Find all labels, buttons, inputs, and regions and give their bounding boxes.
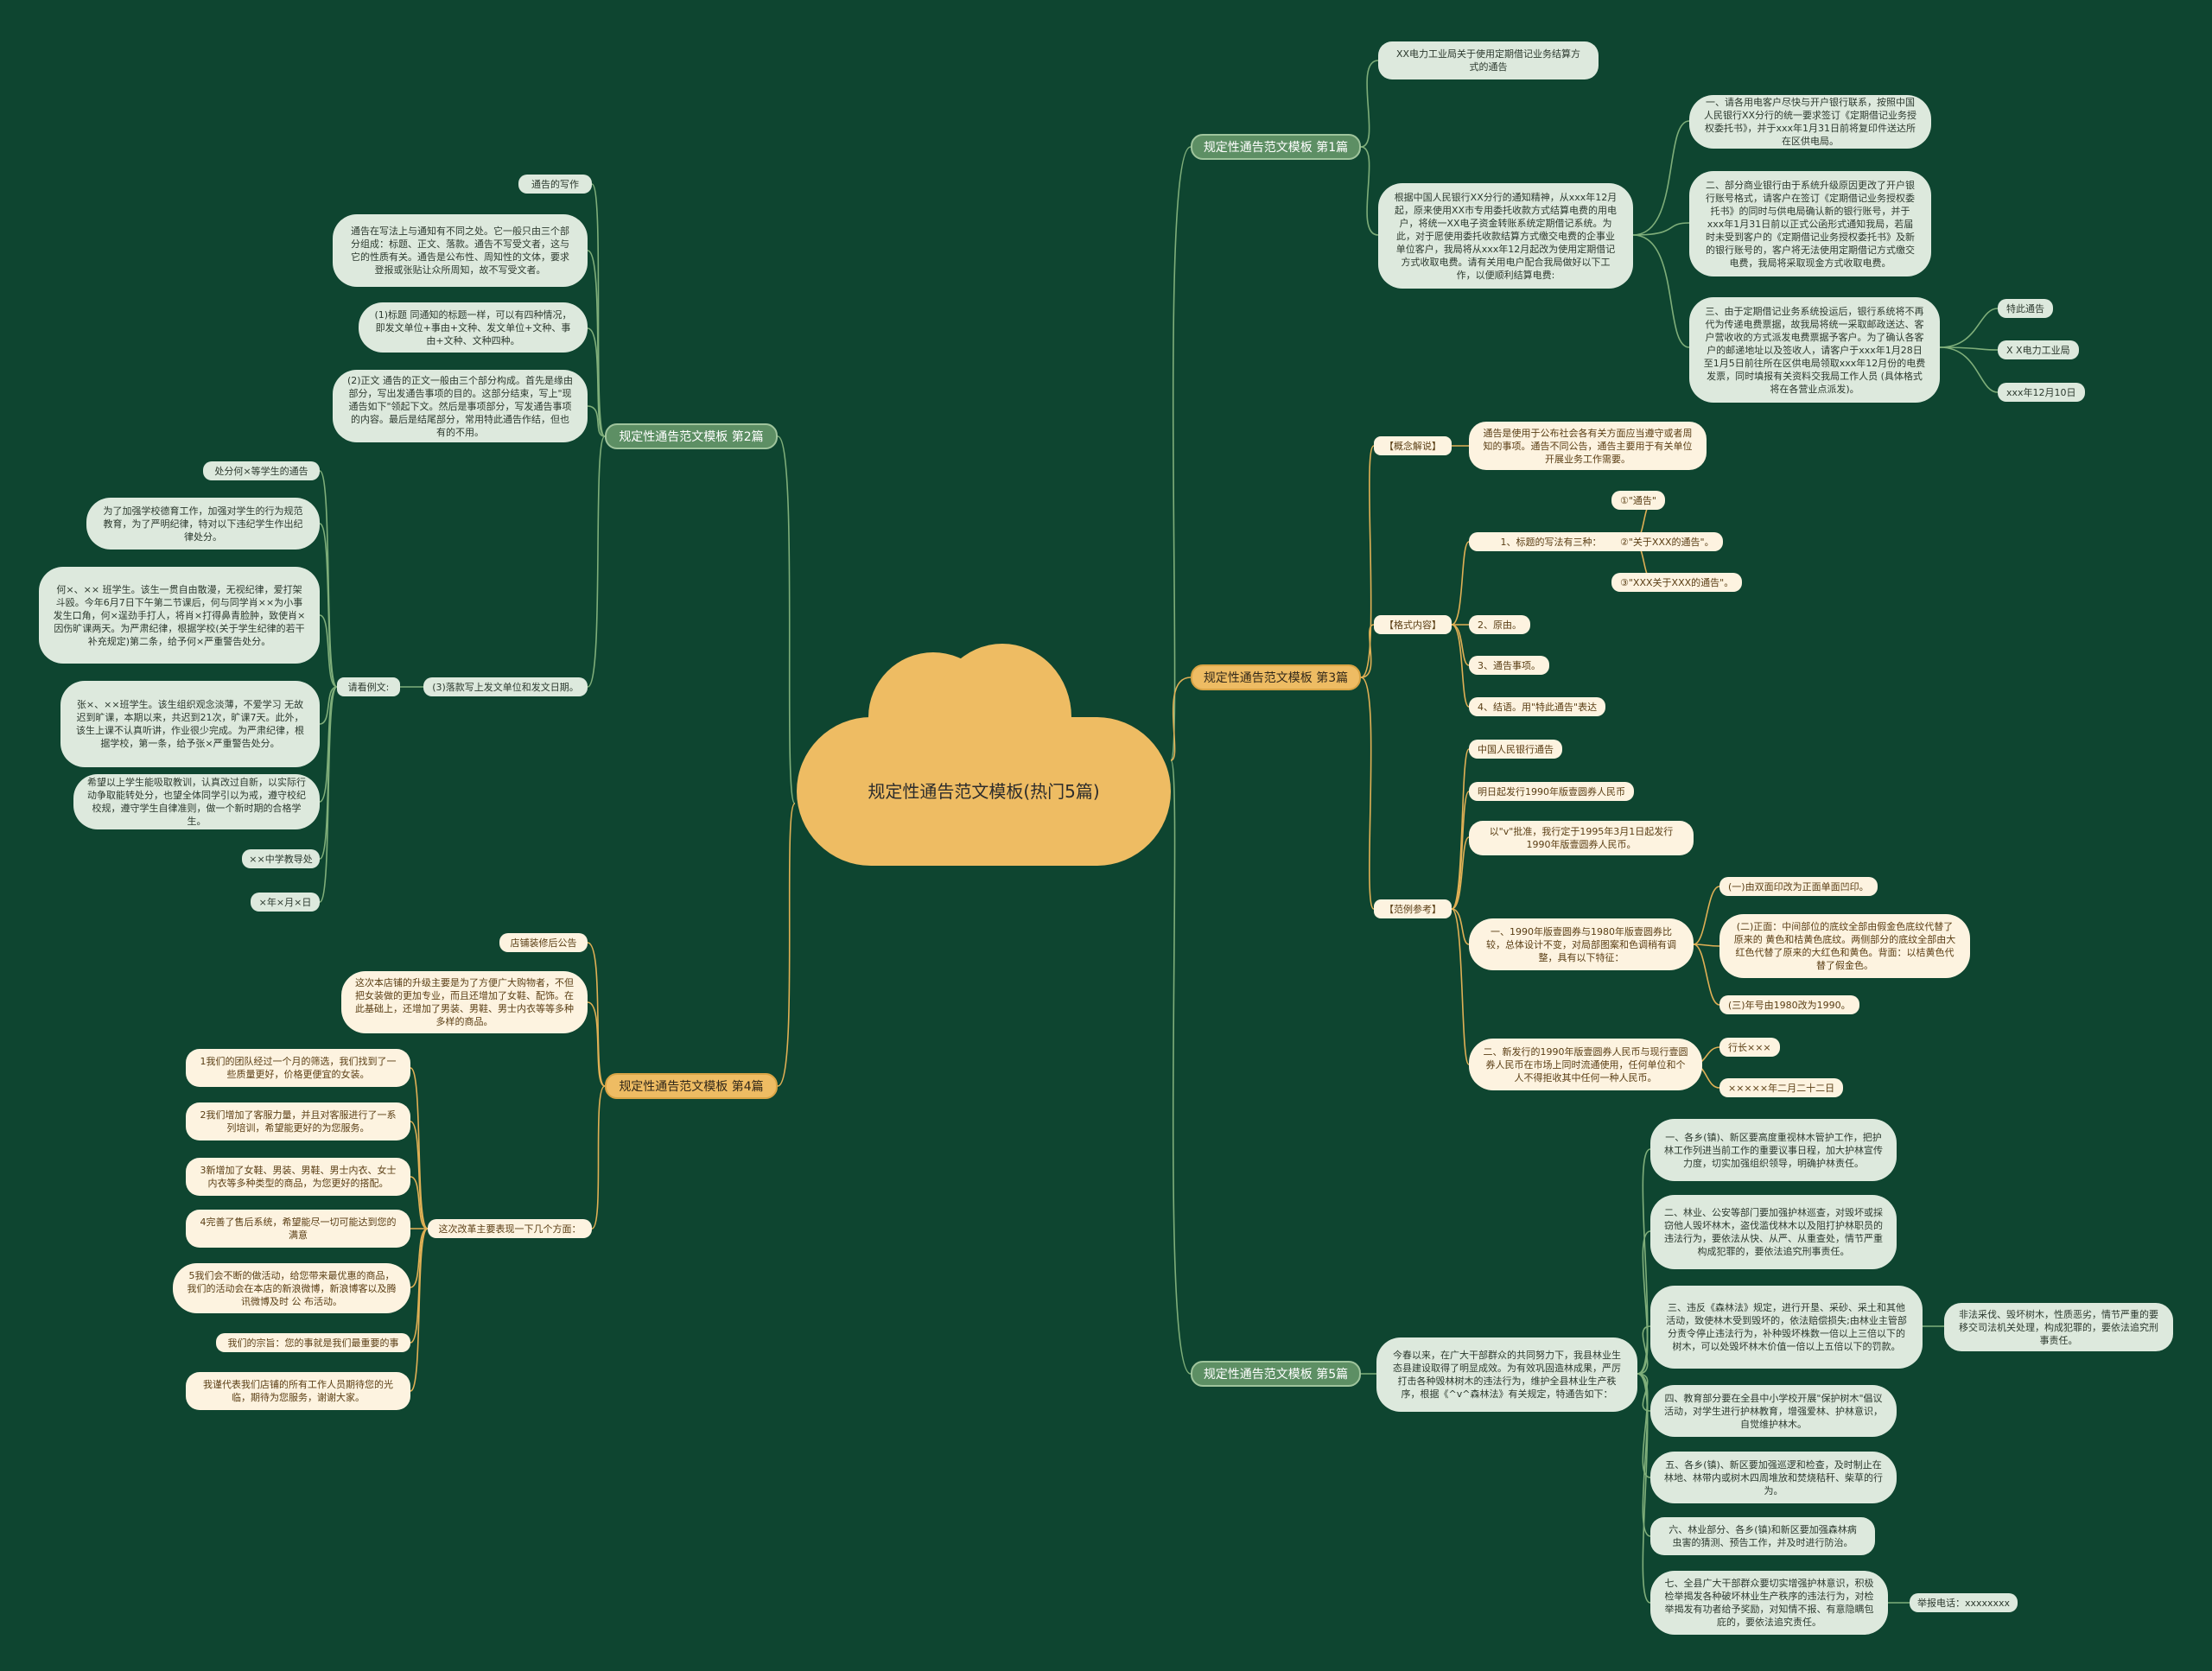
b4-change-5[interactable]: 5我们会不断的做活动，给您带来最优惠的商品，我们的活动会在本店的新浪微博，新浪博… (173, 1263, 410, 1313)
b1-item-3[interactable]: 三、由于定期借记业务系统投运后，银行系统将不再代为传递电费票据，故我局将统一采取… (1689, 297, 1940, 403)
b2-example-label[interactable]: 请看例文: (337, 677, 400, 696)
b3-format-label[interactable]: 【格式内容】 (1374, 615, 1452, 634)
root-title-text: 规定性通告范文模板(热门5篇) (868, 781, 1100, 802)
b5-point-3[interactable]: 三、违反《森林法》规定，进行开垦、采砂、采土和其他活动，致使林木受到毁坏的，依法… (1650, 1286, 1923, 1369)
b3-concept-label[interactable]: 【概念解说】 (1374, 436, 1452, 455)
b4-title-node[interactable]: 店铺装修后公告 (499, 933, 588, 952)
b5-point-7[interactable]: 七、全县广大干部群众要切实增强护林意识，积极检举揭发各种破坏林业生产秩序的违法行… (1650, 1571, 1888, 1635)
branch-2[interactable]: 规定性通告范文模板 第2篇 (605, 423, 778, 449)
b2-example-case-2[interactable]: 张×、××班学生。该生组织观念淡薄，不爱学习 无故迟到旷课，本期以来，共迟到21… (60, 681, 320, 767)
b4-motto[interactable]: 我们的宗旨：您的事就是我们最重要的事 (216, 1333, 410, 1352)
b4-changes-node[interactable]: 这次改革主要表现一下几个方面： (428, 1219, 592, 1238)
b3-example-point-1b[interactable]: (二)正面：中间部位的底纹全部由假金色底纹代替了原来的 黄色和桔黄色底纹。两侧部… (1719, 914, 1970, 978)
b2-writing-node[interactable]: 通告的写作 (518, 175, 592, 194)
b3-format-1a[interactable]: ①"通告" (1611, 491, 1665, 510)
b3-example-headline[interactable]: 明日起发行1990年版壹圆券人民币 (1469, 782, 1634, 801)
b3-example-point-1a[interactable]: (一)由双面印改为正面单面凹印。 (1719, 877, 1878, 896)
b2-example-closing[interactable]: 希望以上学生能吸取教训，认真改过自新，以实际行动争取能转处分，也望全体同学引以为… (73, 774, 320, 829)
b4-change-2[interactable]: 2我们增加了客服力量，并且对客服进行了一系列培训，希望能更好的为您服务。 (186, 1102, 410, 1140)
b3-example-label[interactable]: 【范例参考】 (1374, 899, 1452, 918)
b4-intro-node[interactable]: 这次本店铺的升级主要是为了方便广大购物者，不但把女装做的更加专业，而且还增加了女… (341, 971, 588, 1033)
b2-example-preamble[interactable]: 为了加强学校德育工作，加强对学生的行为规范教育，为了严明纪律，特对以下违纪学生作… (86, 498, 320, 550)
b2-title-rule[interactable]: (1)标题 同通知的标题一样，可以有四种情况，即发文单位+事由+文种、发文单位+… (359, 302, 588, 353)
b1-issuer[interactable]: X X电力工业局 (1998, 340, 2079, 359)
b4-change-1[interactable]: 1我们的团队经过一个月的筛选，我们找到了一些质量更好，价格更便宜的女装。 (186, 1049, 410, 1087)
b3-example-date[interactable]: ×××××年二月二十二日 (1719, 1078, 1844, 1097)
b3-example-point-2[interactable]: 二、新发行的1990年版壹圆券人民币与现行壹圆券人民币在市场上同时流通使用，任何… (1469, 1039, 1702, 1090)
b5-point-5[interactable]: 五、各乡(镇)、新区要加强巡逻和检查，及时制止在林地、林带内或树木四周堆放和焚烧… (1650, 1452, 1897, 1503)
b3-format-4[interactable]: 4、结语。用"特此通告"表达 (1469, 697, 1606, 716)
branch-3[interactable]: 规定性通告范文模板 第3篇 (1191, 664, 1361, 690)
b5-point-2[interactable]: 二、林业、公安等部门要加强护林巡查，对毁坏或採窃他人毁坏林木，盗伐滥伐林木以及阻… (1650, 1195, 1897, 1269)
b3-example-issuer[interactable]: 中国人民银行通告 (1469, 740, 1562, 759)
b1-item-1[interactable]: 一、请各用电客户尽快与开户银行联系，按照中国人民银行XX分行的统一要求签订《定期… (1689, 95, 1931, 149)
b2-overview-node[interactable]: 通告在写法上与通知有不同之处。它一般只由三个部分组成：标题、正文、落款。通告不写… (333, 214, 588, 287)
b5-point-4[interactable]: 四、教育部分要在全县中小学校开展"保护树木"倡议活动，对学生进行护林教育，增强爱… (1650, 1385, 1897, 1437)
b2-example-date[interactable]: ×年×月×日 (251, 893, 320, 912)
b2-example-office[interactable]: ××中学教导处 (242, 849, 320, 868)
b2-example-case-1[interactable]: 何×、×× 班学生。该生一贯自由散漫，无视纪律，爱打架斗殴。今年6月7日下午第二… (39, 567, 320, 664)
b2-body-rule[interactable]: (2)正文 通告的正文一般由三个部分构成。首先是缘由部分，写出发通告事项的目的。… (333, 370, 588, 442)
b5-point-6[interactable]: 六、林业部分、各乡(镇)和新区要加强森林病虫害的猜测、预告工作，并及时进行防治。 (1650, 1517, 1875, 1555)
b1-date[interactable]: xxx年12月10日 (1998, 383, 2085, 402)
b1-closing[interactable]: 特此通告 (1998, 299, 2053, 318)
b5-point-1[interactable]: 一、各乡(镇)、新区要高度重视林木管护工作，把护林工作列进当前工作的重要议事日程… (1650, 1119, 1897, 1181)
b1-title-node[interactable]: XX电力工业局关于使用定期借记业务结算方式的通告 (1378, 41, 1599, 79)
b4-closing[interactable]: 我谨代表我们店铺的所有工作人员期待您的光临，期待为您服务，谢谢大家。 (186, 1372, 410, 1410)
b3-example-signatory[interactable]: 行长××× (1719, 1038, 1780, 1057)
b5-hotline[interactable]: 举报电话：xxxxxxxx (1910, 1593, 2018, 1612)
b3-format-1c[interactable]: ③"XXX关于XXX的通告"。 (1611, 573, 1743, 592)
b1-intro-node[interactable]: 根据中国人民银行XX分行的通知精神，从xxx年12月起，原来使用XX市专用委托收… (1378, 183, 1633, 289)
b3-concept-text[interactable]: 通告是使用于公布社会各有关方面应当遵守或者周知的事项。通告不同公告，通告主要用于… (1469, 422, 1707, 470)
b3-format-1[interactable]: 1、标题的写法有三种： (1469, 532, 1633, 551)
b3-example-point-1c[interactable]: (三)年号由1980改为1990。 (1719, 995, 1859, 1014)
b4-change-4[interactable]: 4完善了售后系统，希望能尽一切可能达到您的满意 (186, 1210, 410, 1248)
b3-format-2[interactable]: 2、原由。 (1469, 615, 1530, 634)
branch-5[interactable]: 规定性通告范文模板 第5篇 (1191, 1361, 1361, 1387)
b4-change-3[interactable]: 3新增加了女鞋、男装、男鞋、男士内衣、女士内衣等多种类型的商品，为您更好的搭配。 (186, 1158, 410, 1196)
b3-example-lead[interactable]: 以"v"批准，我行定于1995年3月1日起发行1990年版壹圆券人民币。 (1469, 821, 1694, 855)
b5-intro-node[interactable]: 今春以来，在广大干部群众的共同努力下，我县林业生态县建设取得了明显成效。为有效巩… (1376, 1337, 1637, 1412)
b3-format-1b[interactable]: ②"关于XXX的通告"。 (1611, 532, 1723, 551)
b5-point-3-note[interactable]: 非法采伐、毁坏树木，性质恶劣，情节严重的要移交司法机关处理，构成犯罪的，要依法追… (1944, 1303, 2173, 1351)
b1-item-2[interactable]: 二、部分商业银行由于系统升级原因更改了开户银行账号格式，请客户在签订《定期借记业… (1689, 171, 1931, 276)
b2-signature-rule[interactable]: (3)落款写上发文单位和发文日期。 (423, 677, 588, 696)
branch-1[interactable]: 规定性通告范文模板 第1篇 (1191, 134, 1361, 160)
root-cloud-body[interactable]: 规定性通告范文模板(热门5篇) (797, 717, 1171, 866)
branch-4[interactable]: 规定性通告范文模板 第4篇 (605, 1073, 778, 1099)
b3-format-3[interactable]: 3、通告事项。 (1469, 656, 1549, 675)
b3-example-point-1[interactable]: 一、1990年版壹圆券与1980年版壹圆券比较，总体设计不变，对局部图案和色调稍… (1469, 918, 1694, 970)
b2-example-title[interactable]: 处分何×等学生的通告 (203, 461, 320, 480)
